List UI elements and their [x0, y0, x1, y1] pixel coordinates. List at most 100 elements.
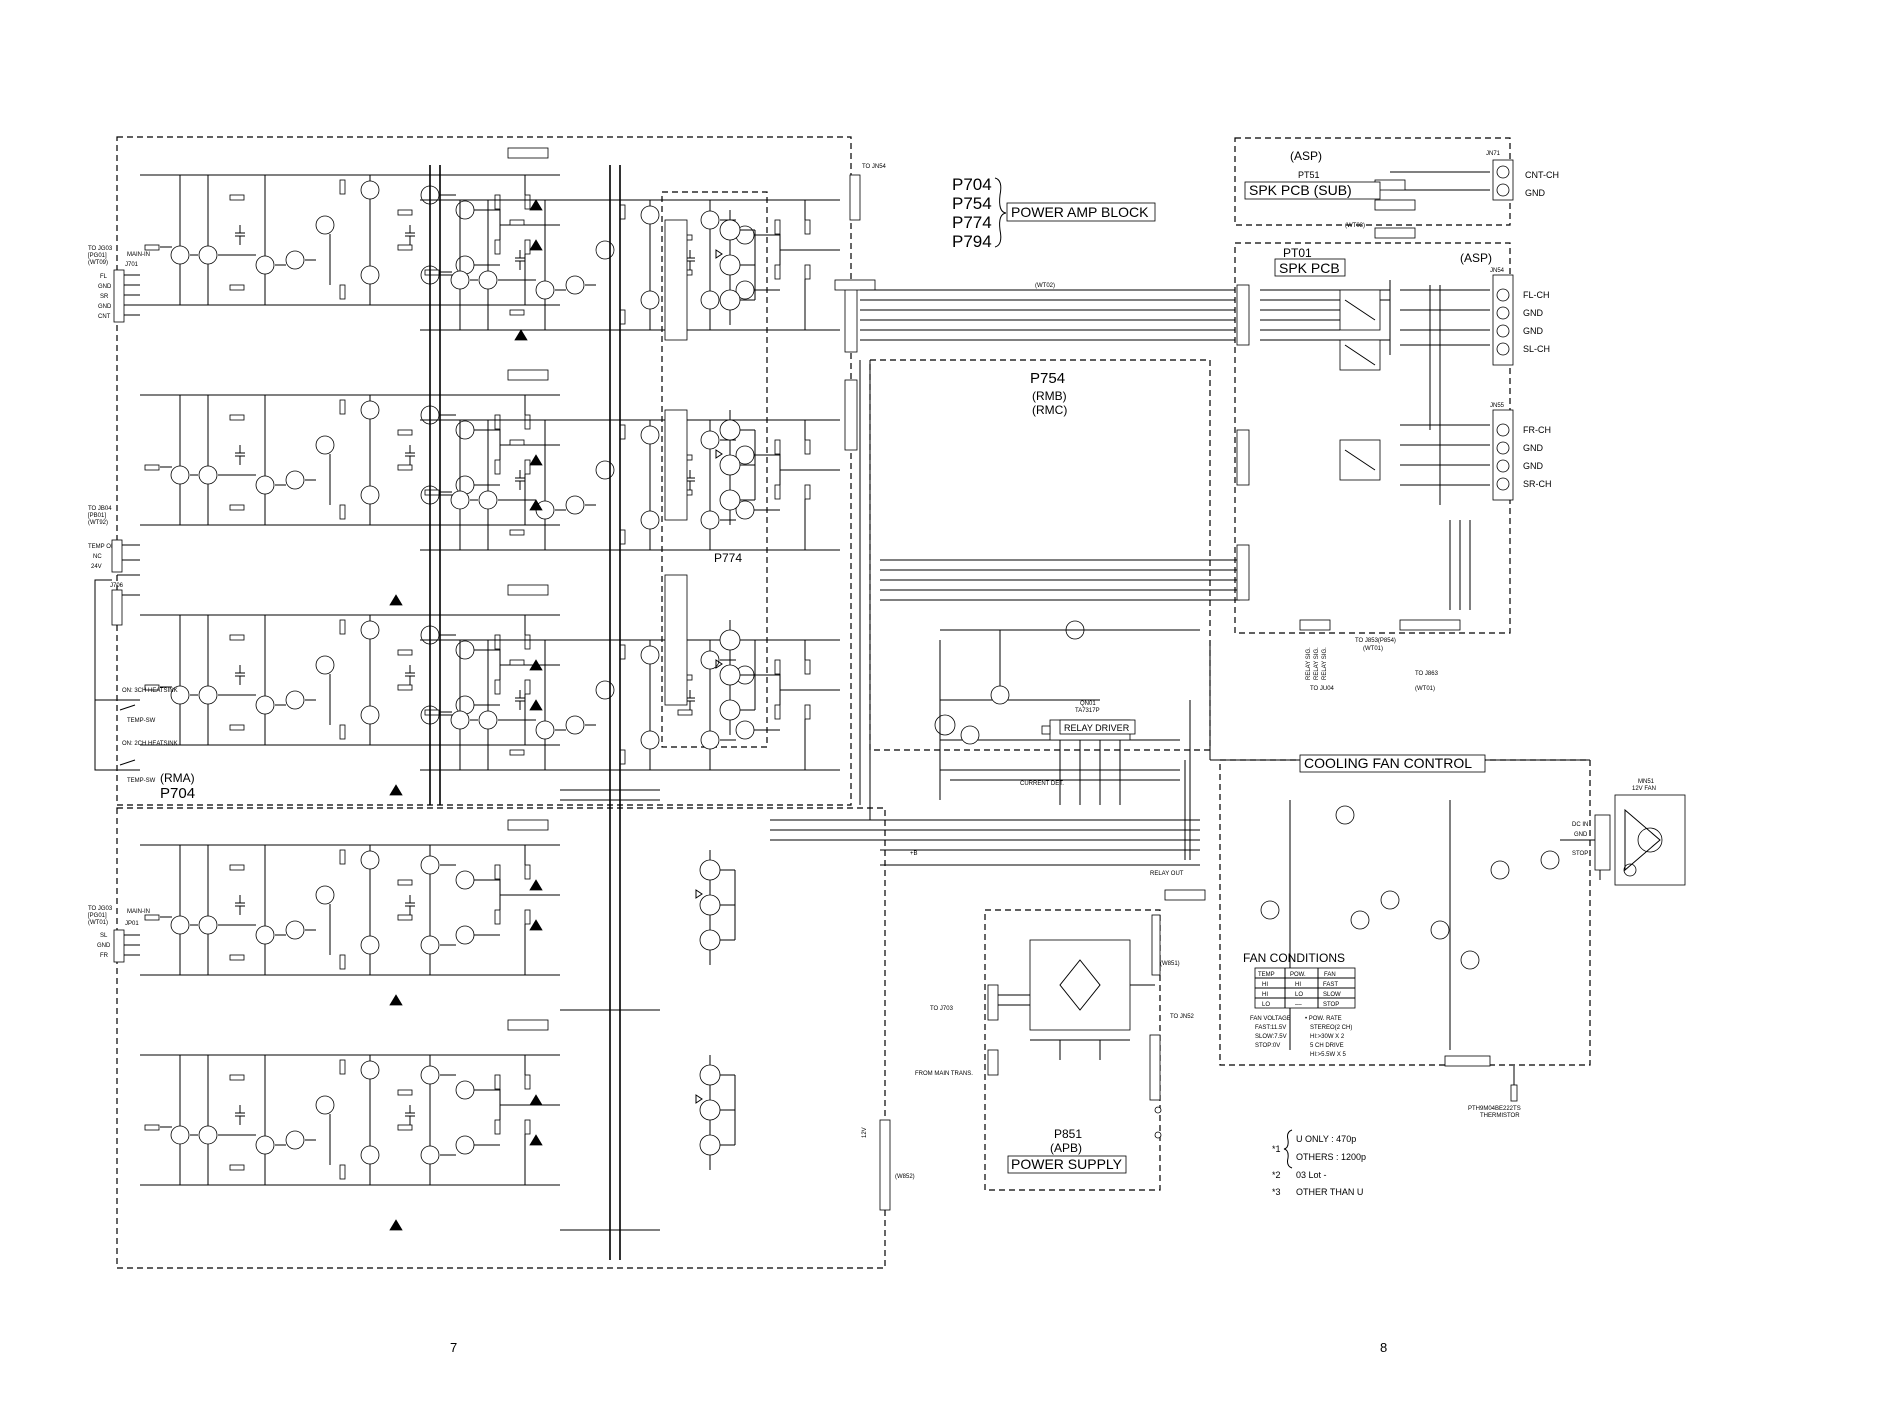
output-stage-5 — [695, 1054, 736, 1171]
conn3-pcb: [PG01] — [88, 913, 107, 919]
amp-ref-2: P754 — [952, 194, 992, 213]
footnote-1-line2: OTHERS : 1200p — [1296, 1152, 1366, 1162]
spk-pcb-ref: PT01 — [1283, 246, 1312, 260]
warn-mark — [529, 879, 543, 891]
psu-from: FROM MAIN TRANS. — [915, 1071, 973, 1077]
fan-note-r4: 5 CH DRIVE — [1310, 1043, 1344, 1049]
heatsink-2: ON: 2CH HEATSINK — [122, 741, 178, 747]
conn3-jack: JP01 — [125, 921, 139, 927]
gnd-label: GND — [1574, 832, 1588, 838]
heatsink-1: ON: 3CH HEATSINK — [122, 688, 178, 694]
cooling-fan-title: COOLING FAN CONTROL — [1304, 755, 1472, 771]
conn3-to: TO JG03 — [88, 906, 113, 912]
asp-sub-ref: PT51 — [1298, 170, 1320, 180]
footnote-1-brace — [1283, 1129, 1293, 1169]
spk-jack-b: JN55 — [1490, 403, 1505, 409]
conn1-wire: (WT09) — [88, 260, 108, 266]
amp-channel-1 — [139, 174, 561, 306]
spk-out-sr: SR-CH — [1523, 479, 1552, 489]
relay-ic: QN01 — [1080, 701, 1096, 707]
thermistor-label: THERMISTOR — [1480, 1113, 1520, 1119]
psu-ref: P851 — [1054, 1127, 1082, 1141]
asp-sub-title-box — [1244, 181, 1381, 200]
psu-title-box — [1007, 1155, 1127, 1174]
fan-note-l1: FAN VOLTAGE — [1250, 1016, 1291, 1022]
fan-cond-r3-fan: STOP — [1323, 1002, 1339, 1008]
spk-pcb-asp: (ASP) — [1460, 251, 1492, 265]
asp-sub-jack: JN71 — [1486, 151, 1501, 157]
fan-cond-r3-temp: LO — [1262, 1002, 1270, 1008]
conn1-to: TO JG03 — [88, 246, 113, 252]
fan-cond-r2-fan: SLOW — [1323, 992, 1341, 998]
fan-note-r2: STEREO(2 CH) — [1310, 1025, 1352, 1031]
block-lower-amp-outline — [116, 807, 886, 1269]
spk-out-sl: SL-CH — [1523, 344, 1550, 354]
fan-note-l2: FAST:11.5V — [1255, 1025, 1286, 1031]
spk-jack-a: JN54 — [1490, 268, 1505, 274]
fan-cond-h-temp: TEMP — [1258, 972, 1275, 978]
wt01-label-b: (WT01) — [1415, 686, 1435, 692]
footnote-1-line1: U ONLY : 470p — [1296, 1134, 1356, 1144]
warn-mark — [389, 594, 403, 606]
warn-mark — [529, 239, 543, 251]
spk-out-gnd4: GND — [1523, 461, 1544, 471]
warn-mark — [389, 994, 403, 1006]
speaker-terminals — [1492, 159, 1514, 501]
psu-title: POWER SUPPLY — [1011, 1156, 1123, 1172]
warn-mark — [389, 784, 403, 796]
fan-cond-r1-fan: FAST — [1323, 982, 1338, 988]
dc-in-label: DC IN — [1572, 822, 1588, 828]
relay-sig-2: RELAY SIG. — [1314, 647, 1320, 680]
p774-ref: P774 — [714, 551, 742, 565]
fan-note-l3: SLOW:7.5V — [1255, 1034, 1287, 1040]
block-p704-outline — [116, 136, 852, 806]
conn2-wire: (WT92) — [88, 520, 108, 526]
fan-conditions-title: FAN CONDITIONS — [1243, 951, 1345, 965]
p754-sub-rmb: (RMB) — [1032, 389, 1067, 403]
to-jn52-label: TO JN52 — [1170, 1014, 1195, 1020]
fan-cond-r3-pow: –– — [1295, 1002, 1302, 1008]
spk-out-fl: FL-CH — [1523, 290, 1550, 300]
fan-note-l4: STOP:0V — [1255, 1043, 1280, 1049]
conn2-pin-nc: NC — [93, 554, 102, 560]
asp-sub-tag: (ASP) — [1290, 149, 1322, 163]
conn1-pcb: [PG01] — [88, 253, 107, 259]
warn-mark — [389, 1219, 403, 1231]
conn1-pin-cnt: CNT — [98, 314, 111, 320]
temp-sw-1: TEMP-SW — [127, 718, 156, 724]
wt03-label: (WT03) — [1345, 223, 1365, 229]
asp-sub-out-gnd: GND — [1525, 188, 1546, 198]
amp-ref-4: P794 — [952, 232, 992, 251]
relay-driver-box — [1059, 719, 1136, 735]
fan-cond-r1-pow: HI — [1295, 982, 1301, 988]
amp-headers — [507, 147, 891, 1211]
plus-b-label: +B — [910, 851, 918, 857]
fan-cond-h-pow: POW. — [1290, 972, 1306, 978]
footnote-1-mark: *1 — [1272, 1144, 1281, 1154]
spk-out-gnd1: GND — [1523, 308, 1544, 318]
temp-sw-2: TEMP-SW — [127, 778, 156, 784]
amp-channel-5 — [139, 1054, 561, 1186]
conn1-jack: J701 — [125, 262, 139, 268]
relay-out-label: RELAY OUT — [1150, 871, 1184, 877]
relay-sig-1: RELAY SIG. — [1306, 647, 1312, 680]
main-in-1: MAIN-IN — [127, 252, 150, 258]
spk-out-gnd2: GND — [1523, 326, 1544, 336]
p704-tag: (RMA) — [160, 771, 195, 785]
conn3-wire: (WT01) — [88, 920, 108, 926]
fan-cond-h-fan: FAN — [1324, 972, 1336, 978]
conn3-pin-sl: SL — [100, 933, 108, 939]
conn1-pin-fl: FL — [100, 274, 108, 280]
p754-circuit — [934, 620, 1200, 805]
conn2-pcb: [PB01] — [88, 513, 106, 519]
warn-mark — [529, 1094, 543, 1106]
fan-conditions-table — [1254, 967, 1356, 1009]
conn1-pin-sr: SR — [100, 294, 109, 300]
fan-note-r5: HI:>5.5W X 5 — [1310, 1052, 1347, 1058]
to-j853-label: TO J853(P854) — [1355, 638, 1396, 644]
to-j863-label: TO J863 — [1415, 671, 1439, 677]
stop-label: STOP — [1572, 851, 1588, 857]
amp-ref-brace — [994, 177, 1007, 248]
amp-ref-1: P704 — [952, 175, 992, 194]
amp-channel-3 — [139, 614, 561, 746]
